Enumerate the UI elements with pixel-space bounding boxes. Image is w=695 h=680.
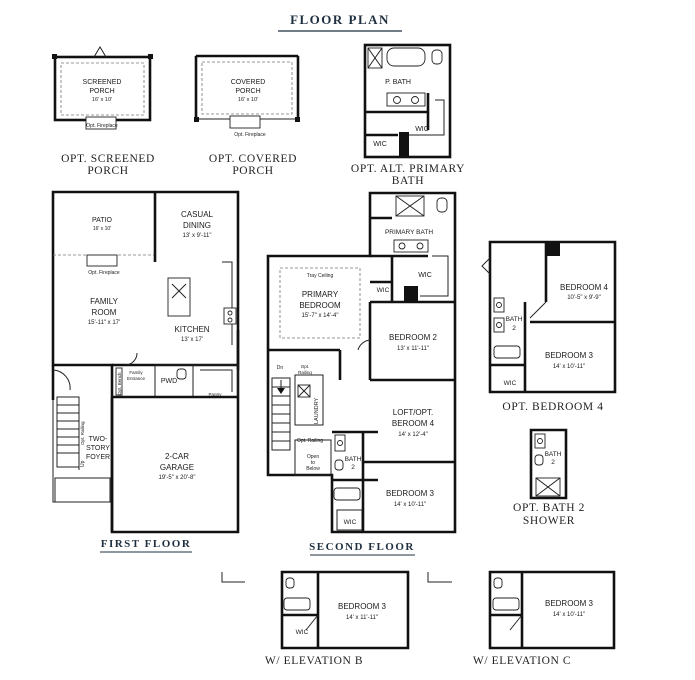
elevation-c-option: BEDROOM 3 14' x 10'-11" W/ ELEVATION C [427,570,616,667]
room-label: FAMILY [90,297,119,306]
room-label: PORCH [235,88,260,95]
room-label: BEDROOM 3 [386,489,435,498]
fireplace-label: Opt. Fireplace [86,123,118,129]
option-caption: OPT. COVERED [209,153,297,165]
room-dims: 14' x 11'-11" [346,615,378,621]
room-label: PRIMARY [302,290,339,299]
room-dims: 14' x 12'-4" [398,432,427,438]
laundry-label: LAUNDRY [314,397,320,424]
room-label: P. BATH [385,79,411,86]
entrance-label: Entrance [127,376,146,381]
room-label: PORCH [89,88,114,95]
option-caption: OPT. ALT. PRIMARY [351,163,465,175]
room-label: 2 [351,464,355,471]
room-label: BEDROOM 3 [338,602,387,611]
room-dims: 19'-5" x 20'-8" [159,475,196,481]
opt-covered-porch: COVERED PORCH 16' x 10' Opt. Fireplace O… [194,54,300,177]
fireplace-label: Opt. Fireplace [234,132,266,138]
option-caption: BATH [392,175,424,187]
room-label: GARAGE [160,463,194,472]
room-dims: 14' x 10'-11" [553,364,585,370]
option-caption: OPT. BATH 2 [513,502,585,514]
room-label: BEDROOM 4 [560,283,609,292]
elevation-b-option: BEDROOM 3 14' x 11'-11" WIC W/ ELEVATION… [221,570,410,667]
room-dims: 16' x 10' [93,226,111,232]
room-label: STORY [86,445,110,452]
room-label: 2-CAR [165,452,189,461]
room-label: FOYER [86,454,110,461]
room-label: PWD [161,378,177,385]
open-below-label: Open [307,454,319,460]
room-dims: 10'-5" x 9'-9" [567,295,601,301]
railing-label: Railing [298,370,312,375]
stairs-label: Up [80,460,86,467]
entrance-label: Family [129,370,143,375]
wic-label: WIC [377,287,390,294]
railing-label: Opt. [301,364,310,369]
room-dims: 16' x 10' [92,97,112,103]
wic-label: WIC [415,126,429,133]
option-caption: OPT. SCREENED [61,153,155,165]
wic-label: WIC [504,380,517,387]
opt-bedroom-4: BEDROOM 4 10'-5" x 9'-9" BATH 2 BEDROOM … [481,240,617,413]
railing-label: Opt. Railing [80,421,85,445]
room-label: TWO- [89,436,108,443]
wic-label: WIC [418,272,432,279]
room-label: ROOM [92,308,117,317]
fireplace-label: Opt. Fireplace [88,270,120,276]
opt-screened-porch: SCREENED PORCH 16' x 10' Opt. Fireplace … [52,46,155,177]
bench-label: Opt. Bench [117,372,122,395]
option-caption: SHOWER [523,515,575,527]
first-floor-plan: PATIO 16' x 10' CASUAL DINING 13' x 9'-1… [51,190,240,553]
option-caption: PORCH [87,165,128,177]
room-dims: 15'-11" x 17' [88,320,120,326]
room-label: BEDROOM 3 [545,599,594,608]
room-label: BEDROOM [299,301,341,310]
stairs-label: Dn [277,365,284,371]
room-dims: 13' x 9'-11" [183,233,212,239]
room-label: KITCHEN [174,325,209,334]
room-label: BEROOM 4 [392,419,435,428]
room-label: 2 [551,459,555,466]
stairs [56,396,80,468]
room-label: Pantry [208,392,222,397]
room-label: CASUAL [181,210,214,219]
room-dims: 13' x 17' [181,337,203,343]
option-caption: W/ ELEVATION C [473,655,571,667]
open-below-label: Below [306,466,320,472]
room-label: BEDROOM 3 [545,351,594,360]
option-caption: PORCH [232,165,273,177]
wic-label: WIC [344,519,357,526]
page-title: FLOOR PLAN [290,12,390,27]
second-floor-plan: PRIMARY BATH WIC WIC Tray Ceiling PRIMAR… [266,191,457,556]
room-label: BATH [545,451,562,458]
section-title: FIRST FLOOR [101,538,192,550]
room-label: LOFT/OPT. [393,408,433,417]
room-label: 2 [512,325,516,332]
room-dims: 16' x 10' [238,97,258,103]
room-label: SCREENED [83,79,122,86]
room-label: BEDROOM 2 [389,333,438,342]
wic-label: WIC [296,629,309,636]
railing-label: Opt. Railing [297,438,323,444]
room-dims: 13' x 11'-11" [397,346,429,352]
room-dims: 15'-7" x 14'-4" [302,313,339,319]
room-label: COVERED [231,79,266,86]
room-label: BATH [345,456,362,463]
wic-label: WIC [373,141,387,148]
room-label: DINING [183,221,211,230]
tray-ceiling-label: Tray Ceiling [307,273,334,279]
option-caption: OPT. BEDROOM 4 [502,401,603,413]
opt-bath-2-shower: BATH 2 OPT. BATH 2 SHOWER [513,428,585,527]
open-below-label: to [311,460,315,466]
room-dims: 14' x 10'-11" [394,502,426,508]
option-caption: W/ ELEVATION B [265,655,363,667]
section-title: SECOND FLOOR [309,541,415,553]
room-label: BATH [506,316,523,323]
room-dims: 14' x 10'-11" [553,612,585,618]
opt-alt-primary-bath: P. BATH WIC WIC OPT. ALT. PRIMARY BATH [351,43,465,187]
room-label: PRIMARY BATH [385,229,433,236]
room-label: PATIO [92,217,113,224]
